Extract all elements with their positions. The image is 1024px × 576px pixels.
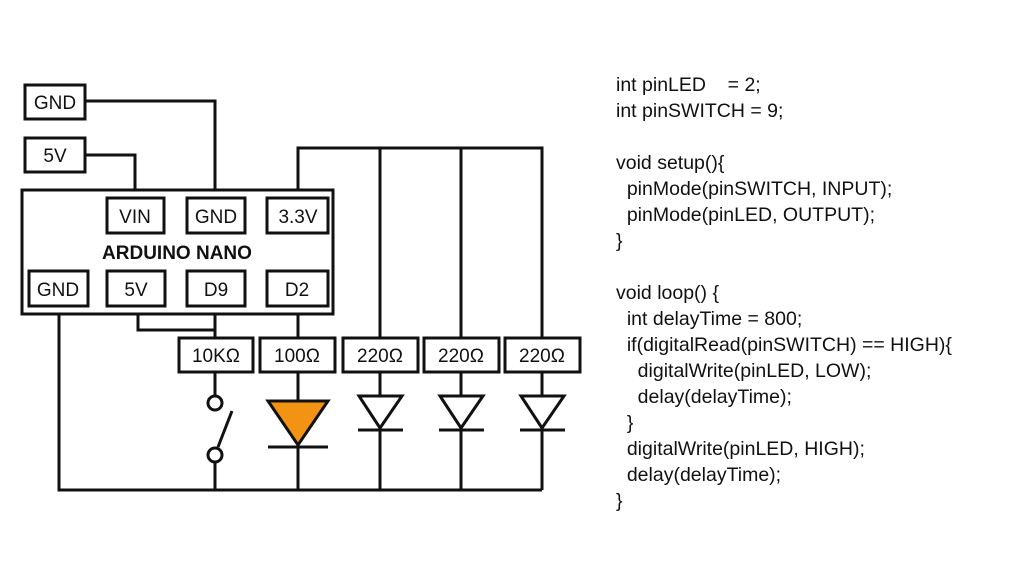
code-line: void setup(){ bbox=[616, 152, 725, 174]
resistor-220-b-label: 220Ω bbox=[438, 346, 484, 367]
wire-3v3-rail bbox=[296, 146, 544, 338]
led-icon-2 bbox=[437, 394, 486, 432]
code-line: delay(delayTime); bbox=[616, 386, 792, 408]
pin-d9: D9 bbox=[185, 269, 247, 308]
resistor-220-c-label: 220Ω bbox=[519, 346, 565, 367]
resistor-220-a-label: 220Ω bbox=[357, 346, 403, 367]
code-line: if(digitalRead(pinSWITCH) == HIGH){ bbox=[616, 334, 952, 356]
code-line: int pinLED = 2; bbox=[616, 74, 761, 96]
resistor-100-label: 100Ω bbox=[274, 346, 320, 367]
wire-5v-vin bbox=[85, 153, 137, 199]
resistor-220-a: 220Ω bbox=[341, 336, 420, 374]
code-line: pinMode(pinLED, OUTPUT); bbox=[616, 204, 875, 226]
code-line: } bbox=[616, 490, 623, 512]
external-5v: 5V bbox=[23, 136, 87, 174]
led-icon-active bbox=[265, 399, 331, 449]
code-line: digitalWrite(pinLED, LOW); bbox=[616, 360, 872, 382]
pin-3v3-label: 3.3V bbox=[278, 207, 317, 228]
arduino-board: ARDUINO NANO VIN GND 3.3V GND 5V D9 D2 bbox=[20, 188, 335, 316]
external-gnd-label: GND bbox=[34, 93, 76, 114]
code-line bbox=[616, 124, 952, 150]
code-line: pinMode(pinSWITCH, INPUT); bbox=[616, 178, 893, 200]
pin-d2: D2 bbox=[265, 269, 330, 308]
led-icon-1 bbox=[356, 394, 405, 432]
pin-gnd-bottom-label: GND bbox=[37, 280, 79, 301]
code-line: } bbox=[616, 412, 634, 434]
resistor-10k-label: 10KΩ bbox=[192, 346, 240, 367]
pin-gnd-top-label: GND bbox=[195, 207, 237, 228]
led-icon-3 bbox=[518, 394, 567, 432]
code-line: digitalWrite(pinLED, HIGH); bbox=[616, 438, 865, 460]
resistor-10k: 10KΩ bbox=[177, 336, 255, 374]
pin-d9-label: D9 bbox=[204, 280, 228, 301]
code-line: int delayTime = 800; bbox=[616, 308, 803, 330]
pin-vin: VIN bbox=[105, 196, 166, 235]
code-line bbox=[616, 254, 952, 280]
resistor-100: 100Ω bbox=[258, 336, 337, 374]
switch-icon bbox=[206, 394, 234, 464]
board-title: ARDUINO NANO bbox=[102, 243, 252, 264]
code-line: delay(delayTime); bbox=[616, 464, 782, 486]
pin-vin-label: VIN bbox=[119, 207, 151, 228]
pin-gnd-top: GND bbox=[185, 196, 247, 235]
code-line: void loop() { bbox=[616, 282, 719, 304]
code-listing: int pinLED = 2; int pinSWITCH = 9; void se… bbox=[616, 72, 952, 514]
resistor-220-c: 220Ω bbox=[503, 336, 582, 374]
resistor-220-b: 220Ω bbox=[422, 336, 501, 374]
external-gnd: GND bbox=[23, 83, 87, 121]
pin-gnd-bottom: GND bbox=[27, 269, 90, 308]
pin-5v-label: 5V bbox=[124, 280, 148, 301]
code-line: } bbox=[616, 230, 623, 252]
circuit-diagram: GND 5V ARDUINO NANO VIN GND 3.3V GND 5V bbox=[20, 83, 582, 492]
pin-d2-label: D2 bbox=[285, 280, 309, 301]
code-line: int pinSWITCH = 9; bbox=[616, 100, 784, 122]
pin-5v: 5V bbox=[105, 269, 167, 308]
pin-3v3: 3.3V bbox=[265, 196, 330, 235]
wire-gnd-ext bbox=[85, 99, 217, 199]
external-5v-label: 5V bbox=[43, 146, 67, 167]
